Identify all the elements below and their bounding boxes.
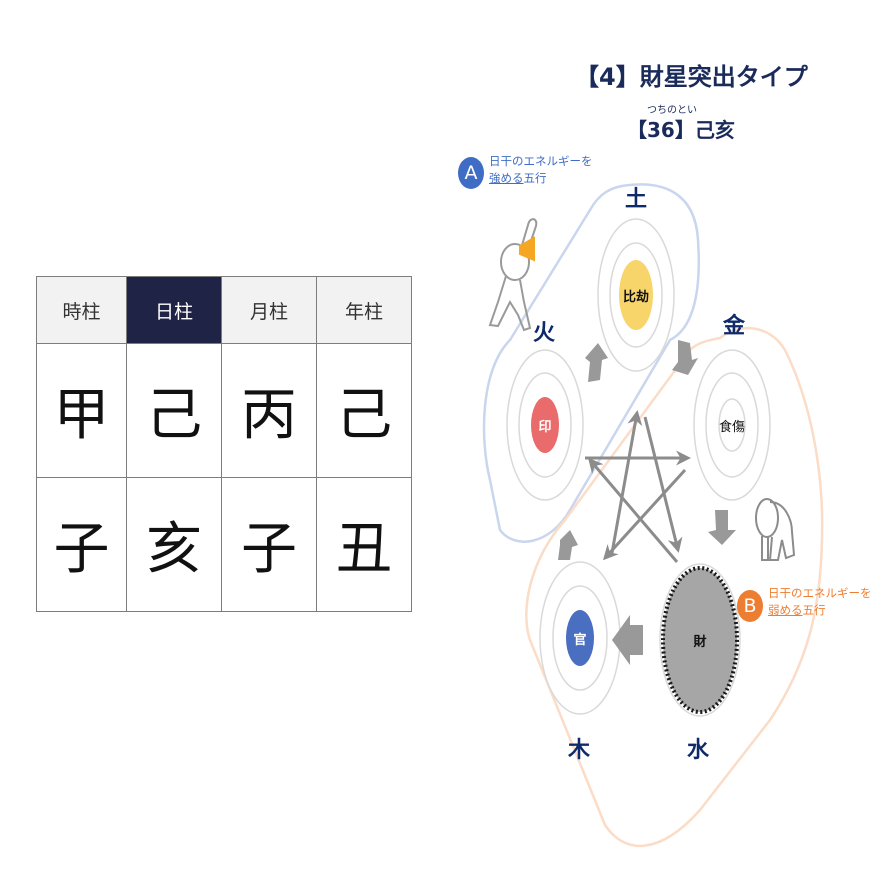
year-stem: 己	[316, 343, 412, 478]
hour-branch: 子	[36, 477, 127, 612]
subtitle-ruby: つちのとい	[647, 105, 697, 116]
heavenly-stems-row: 甲 己 丙 己	[36, 343, 412, 478]
month-stem: 丙	[221, 343, 317, 478]
star-kan: 官	[573, 633, 587, 648]
kan-dot	[566, 610, 594, 666]
badge-b-line1: 日干のエネルギーを	[768, 586, 872, 600]
badge-a-five-elements: 五行	[523, 171, 547, 185]
megaphone-person-icon	[488, 218, 538, 332]
header-month-pillar: 月柱	[221, 276, 317, 344]
badge-a-label: 日干のエネルギーを 強める五行	[489, 153, 593, 187]
hikou-dot	[619, 260, 653, 330]
badge-a-icon: A	[458, 157, 484, 189]
month-branch: 子	[221, 477, 317, 612]
weaken-loop	[525, 326, 824, 848]
star-hikou: 比劫	[622, 290, 649, 305]
zai-circle	[661, 566, 739, 714]
hour-stem: 甲	[36, 343, 127, 478]
element-metal: 金	[723, 314, 746, 339]
star-shokushou: 食傷	[718, 420, 745, 435]
day-pillar-subtitle: 【36】己亥	[627, 118, 735, 142]
in-dot	[531, 397, 559, 453]
five-elements-diagram: 【4】財星突出タイプ つちのとい 【36】己亥 土 火 金 木 水 比劫 印 食…	[440, 40, 886, 886]
badge-a-line2: 強める五行	[489, 170, 593, 187]
diagram-graphics	[482, 183, 824, 848]
element-earth: 土	[625, 187, 648, 212]
badge-a-line1: 日干のエネルギーを	[489, 154, 593, 168]
earthly-branches-row: 子 亥 子 丑	[36, 477, 412, 612]
controlling-star	[585, 410, 691, 563]
badge-b-label: 日干のエネルギーを 弱める五行	[768, 585, 872, 619]
day-branch: 亥	[126, 477, 222, 612]
star-in: 印	[538, 420, 552, 435]
four-pillars-table: 時柱 日柱 月柱 年柱 甲 己 丙 己 子 亥 子 丑	[36, 276, 412, 612]
badge-a-strengthen: 強める	[489, 171, 524, 185]
year-branch: 丑	[316, 477, 412, 612]
badge-b-five-elements: 五行	[802, 603, 826, 617]
badge-b-icon: B	[737, 590, 763, 622]
star-zai: 財	[693, 635, 707, 650]
bowing-person-icon	[755, 498, 796, 561]
day-stem: 己	[126, 343, 222, 478]
badge-b-weaken: 弱める	[768, 603, 803, 617]
header-day-pillar: 日柱	[126, 276, 222, 344]
header-year-pillar: 年柱	[316, 276, 412, 344]
element-fire: 火	[533, 321, 556, 346]
type-title: 【4】財星突出タイプ	[575, 63, 808, 91]
element-water: 水	[687, 738, 710, 763]
header-hour-pillar: 時柱	[36, 276, 127, 344]
pillar-header-row: 時柱 日柱 月柱 年柱	[36, 276, 412, 344]
element-wood: 木	[568, 738, 591, 763]
strengthen-loop	[482, 183, 700, 543]
generating-arrows	[558, 340, 736, 665]
badge-b-line2: 弱める五行	[768, 602, 872, 619]
